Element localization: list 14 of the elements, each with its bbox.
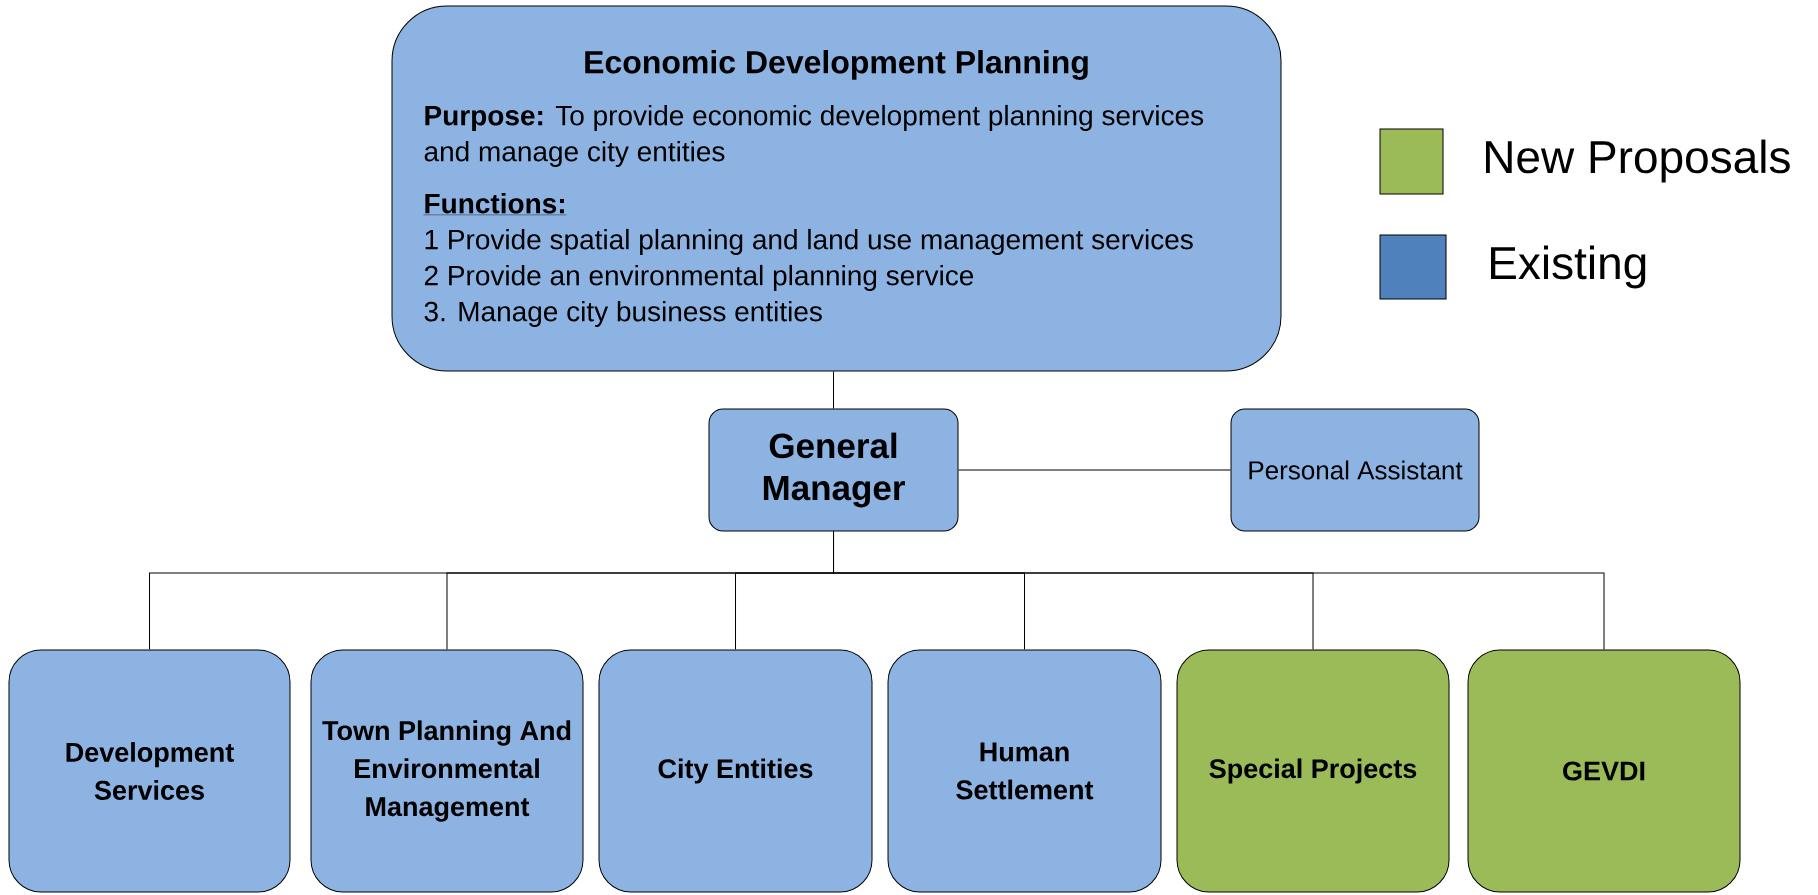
assistant-box: Personal Assistant: [1230, 408, 1480, 532]
legend-label: Existing: [1491, 245, 1646, 289]
connector-line: [833, 531, 1605, 650]
unit-box: Human Settlement: [887, 649, 1162, 893]
unit-box: Development Services: [8, 649, 291, 893]
manager-box: General Manager: [708, 408, 959, 532]
connector-line: [958, 469, 1231, 471]
connector-line: [833, 371, 834, 409]
department-box: Economic Development Planning Purpose: To provide economic development planning services and manage city entities Functions: 1 Provide spatial planning and land use management services 2 Provide an environmental planning service 3. Manage city business entities: [391, 5, 1282, 372]
unit-box: GEVDI: [1467, 649, 1741, 893]
unit-box: Special Projects: [1176, 649, 1450, 893]
legend-label: New Proposals: [1486, 139, 1790, 183]
unit-box: Town Planning And Environmental Management: [310, 649, 584, 893]
unit-box: City Entities: [598, 649, 873, 893]
